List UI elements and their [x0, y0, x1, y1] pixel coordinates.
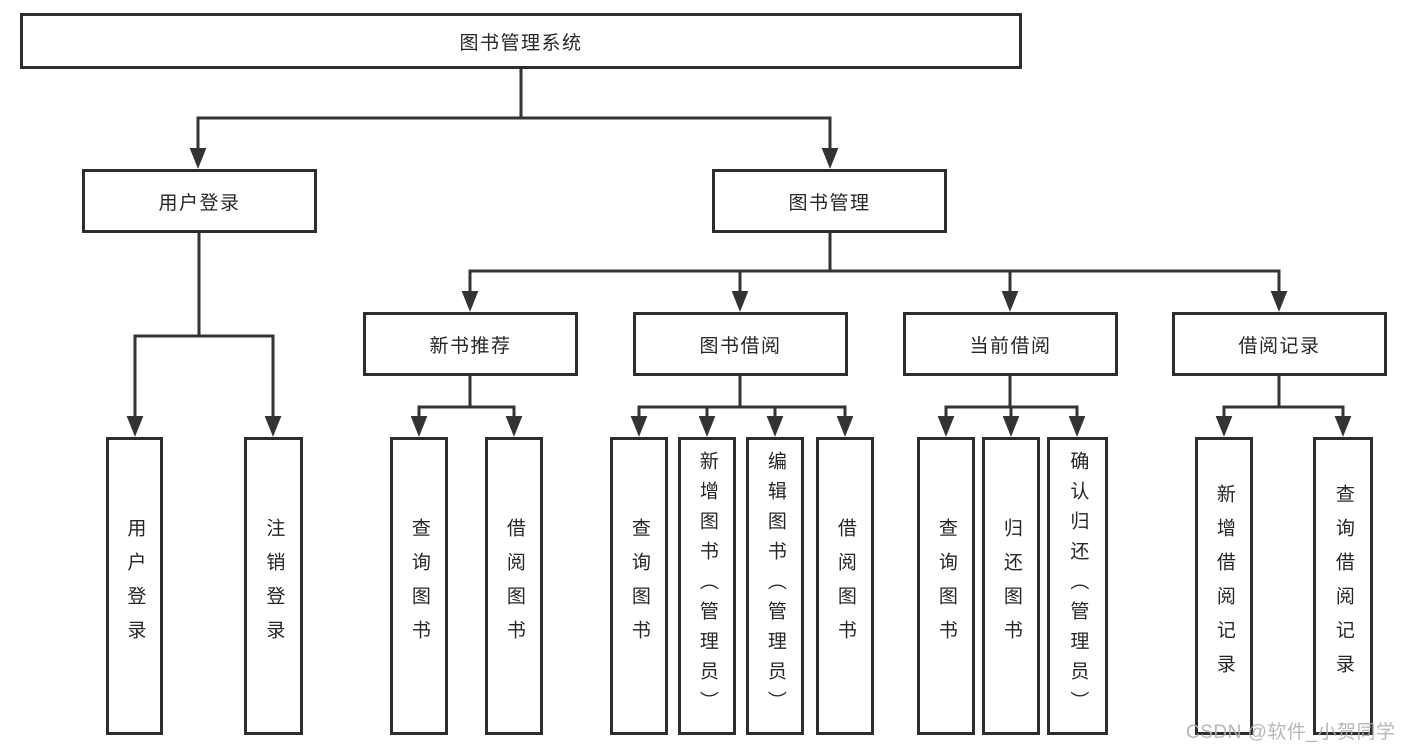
node-leaf-add-borrow-record: 新增借阅记录 [1195, 437, 1253, 735]
connector-new-book-to-leaves [410, 374, 523, 437]
node-leaf-query-books-2-label: 查询图书 [628, 518, 650, 654]
node-user-login: 用户登录 [82, 169, 317, 233]
node-leaf-add-books-admin: 新增图书（管理员） [678, 437, 736, 735]
node-leaf-edit-books-admin: 编辑图书（管理员） [746, 437, 804, 735]
node-borrowing-records-label: 借阅记录 [1238, 335, 1321, 357]
node-book-management: 图书管理 [712, 169, 947, 233]
node-leaf-confirm-return-admin: 确认归还（管理员） [1047, 437, 1108, 735]
node-leaf-query-books-3: 查询图书 [917, 437, 975, 735]
node-leaf-logout: 注销登录 [244, 437, 303, 735]
node-new-book-recommend: 新书推荐 [363, 312, 578, 376]
node-leaf-edit-books-admin-label: 编辑图书（管理员） [764, 451, 786, 721]
node-current-borrowing: 当前借阅 [903, 312, 1118, 376]
node-leaf-user-login-label: 用户登录 [124, 518, 146, 654]
node-leaf-return-books-label: 归还图书 [1000, 518, 1022, 654]
node-leaf-query-books-1-label: 查询图书 [408, 518, 430, 654]
node-current-borrowing-label: 当前借阅 [969, 335, 1052, 357]
node-leaf-borrow-books-1-label: 借阅图书 [503, 518, 525, 654]
node-leaf-query-borrow-record-label: 查询借阅记录 [1332, 484, 1354, 688]
node-borrowing-records: 借阅记录 [1172, 312, 1387, 376]
connector-book-borrowing-to-leaves [630, 374, 854, 437]
csdn-watermark: CSDN @软件_小贺同学 [1186, 722, 1396, 743]
node-leaf-logout-label: 注销登录 [263, 518, 285, 654]
node-leaf-query-borrow-record: 查询借阅记录 [1313, 437, 1373, 735]
node-leaf-query-books-1: 查询图书 [390, 437, 448, 735]
node-leaf-add-borrow-record-label: 新增借阅记录 [1213, 484, 1235, 688]
connector-borrow-records-to-leaves [1215, 374, 1352, 437]
node-leaf-query-books-2: 查询图书 [610, 437, 668, 735]
node-library-management-system: 图书管理系统 [20, 13, 1022, 69]
connector-root-to-level2 [189, 67, 839, 169]
node-leaf-confirm-return-admin-label: 确认归还（管理员） [1067, 451, 1089, 721]
connector-book-mgmt-to-level3 [461, 231, 1288, 312]
node-library-management-system-label: 图书管理系统 [459, 32, 583, 54]
node-leaf-add-books-admin-label: 新增图书（管理员） [696, 451, 718, 721]
node-leaf-user-login: 用户登录 [106, 437, 163, 735]
node-book-borrowing: 图书借阅 [633, 312, 848, 376]
connector-current-borrowing-to-leaves [937, 374, 1086, 437]
node-book-borrowing-label: 图书借阅 [699, 335, 782, 357]
node-book-management-label: 图书管理 [788, 192, 871, 214]
node-leaf-borrow-books-2: 借阅图书 [816, 437, 874, 735]
connector-user-login-to-leaves [126, 231, 282, 437]
node-user-login-label: 用户登录 [158, 192, 241, 214]
node-new-book-recommend-label: 新书推荐 [429, 335, 512, 357]
node-leaf-borrow-books-2-label: 借阅图书 [834, 518, 856, 654]
node-leaf-query-books-3-label: 查询图书 [935, 518, 957, 654]
node-leaf-return-books: 归还图书 [982, 437, 1040, 735]
node-leaf-borrow-books-1: 借阅图书 [485, 437, 543, 735]
